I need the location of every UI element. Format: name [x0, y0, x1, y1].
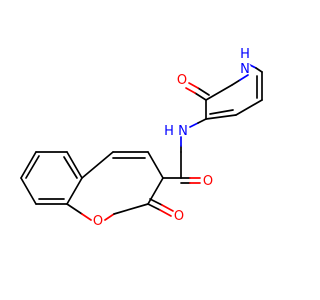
bond: [235, 99, 263, 116]
atom-label-oxygen: O: [203, 174, 213, 189]
bond: [209, 109, 234, 115]
bond: [194, 92, 207, 101]
atom-label-oxygen: O: [177, 73, 187, 88]
bond: [20, 177, 37, 205]
bond: [159, 209, 172, 217]
atom-label-oxygen: O: [93, 214, 103, 229]
bond: [161, 204, 174, 212]
bond: [25, 155, 40, 179]
bond: [81, 213, 92, 221]
atom-label-oxygen: O: [174, 209, 184, 224]
structure-diagram: O O O O N H N H: [20, 47, 263, 229]
atom-label-hydrogen: H: [240, 47, 250, 62]
bond: [239, 74, 249, 81]
bond: [205, 84, 233, 101]
atom-label-nitrogen: N: [240, 62, 250, 77]
atom-o-pyridinone: O: [176, 73, 188, 88]
bond: [147, 203, 161, 211]
atom-label-layer: O O O O N H N H: [92, 47, 251, 229]
bond: [205, 114, 237, 120]
bond: [197, 118, 207, 124]
bond: [66, 177, 83, 205]
bond: [185, 87, 196, 94]
bond: [197, 87, 210, 96]
bond: [189, 122, 199, 128]
bond: [255, 67, 263, 73]
bond: [113, 203, 149, 215]
bond: [188, 82, 199, 89]
bond: [20, 151, 37, 179]
atom-label-nitrogen: N: [178, 124, 188, 139]
bond: [66, 203, 83, 215]
atom-nh-amide: N H: [164, 124, 189, 139]
bond: [66, 151, 83, 179]
atom-nh-ring: N H: [239, 47, 251, 77]
bond: [63, 156, 78, 179]
bond-layer: [20, 63, 263, 221]
bond: [81, 151, 114, 179]
bond: [147, 151, 164, 179]
atom-o-amide: O: [202, 174, 214, 189]
bond: [147, 177, 164, 205]
bond: [104, 213, 115, 221]
atom-label-hydrogen: H: [164, 124, 174, 139]
atom-o-ring: O: [92, 214, 104, 229]
bond: [149, 198, 163, 206]
bond: [231, 79, 241, 86]
atom-o-lactone: O: [173, 209, 185, 224]
